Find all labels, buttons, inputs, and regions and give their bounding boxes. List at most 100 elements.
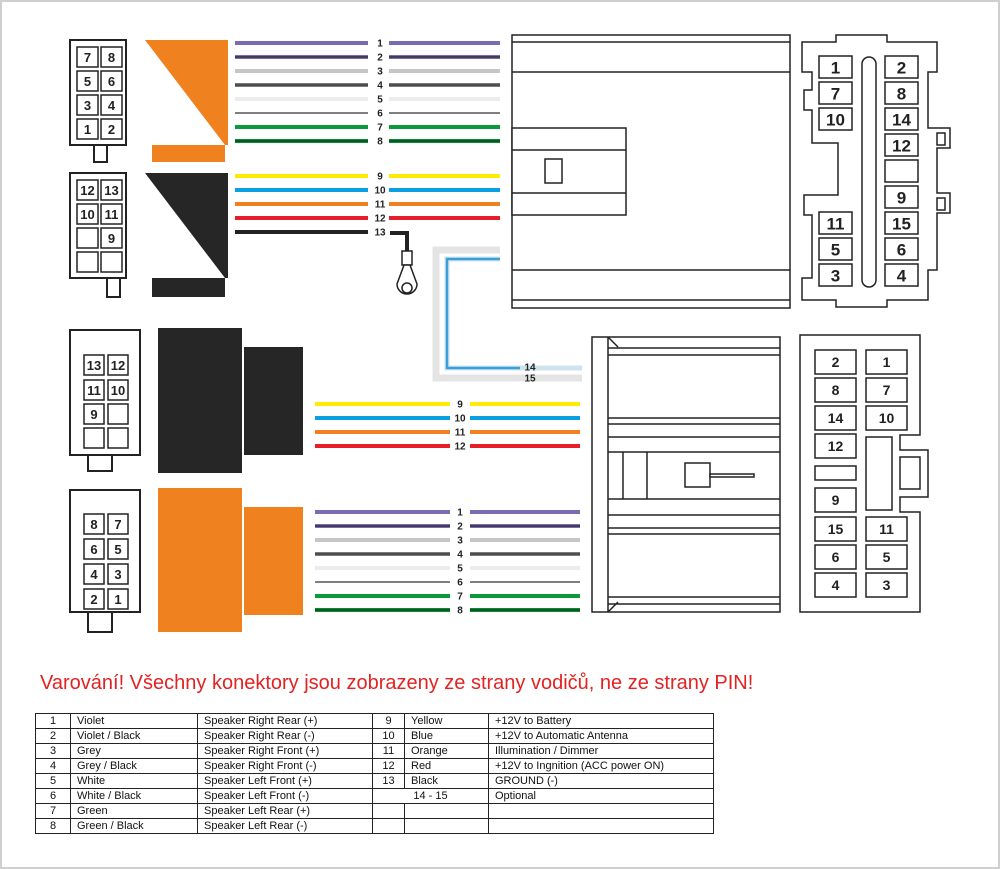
table-cell: 7 (35, 803, 71, 819)
pin-cell (100, 118, 123, 140)
pin-number: 8 (108, 50, 115, 65)
pin-cell (100, 46, 123, 68)
table-cell: 2 (35, 728, 71, 744)
table-cell: White / Black (70, 788, 198, 804)
table-cell: +12V to Automatic Antenna (488, 728, 714, 744)
pin-cell (107, 427, 129, 449)
pin-number: 11 (87, 383, 101, 398)
optional-cable-blue (445, 257, 520, 370)
wire-number: 9 (377, 172, 383, 183)
wire-number: 11 (375, 200, 386, 211)
pin-number: 5 (84, 74, 91, 89)
pin-cell (884, 107, 919, 131)
table-cell: Violet (70, 713, 198, 729)
car-connector-top-latch (511, 127, 627, 216)
pin-number: 9 (832, 492, 840, 508)
pin-cell (107, 588, 129, 610)
pin-cell (107, 563, 129, 585)
pin-number: 14 (892, 110, 911, 129)
wire-number: 8 (377, 137, 383, 148)
pin-cell (814, 572, 857, 598)
table-cell: Blue (404, 728, 489, 744)
table-cell: +12V to Battery (488, 713, 714, 729)
table-cell: +12V to Ingnition (ACC power ON) (488, 758, 714, 774)
pin-cell (83, 588, 105, 610)
pin-cell (107, 403, 129, 425)
pin-number: 10 (879, 410, 895, 426)
pin-cell (76, 179, 99, 201)
pin-cell (814, 377, 857, 403)
pin-number: 8 (90, 517, 97, 532)
wire-number: 13 (374, 228, 386, 239)
pin-number: 15 (892, 214, 911, 233)
pin-cell (100, 179, 123, 201)
warning-text: Varování! Všechny konektory jsou zobraze… (40, 672, 754, 694)
pin-number: 3 (831, 266, 840, 285)
pin-number: 11 (827, 214, 845, 233)
optional-cable-grey (432, 246, 582, 382)
pin-cell (83, 379, 105, 401)
latch-window (544, 158, 563, 184)
pin-cell (884, 263, 919, 287)
wire-number: 11 (455, 428, 466, 439)
pin-number: 1 (831, 58, 840, 77)
black-plug-bottom-latch (244, 347, 303, 455)
table-cell: Speaker Right Front (+) (197, 743, 373, 759)
pin-number: 3 (114, 567, 121, 582)
wire-number: 15 (524, 374, 536, 385)
pin-cell (884, 133, 919, 157)
pin-cell (76, 203, 99, 225)
pin-number: 3 (84, 98, 91, 113)
connector-tab (87, 611, 113, 633)
table-cell: 10 (372, 728, 405, 744)
pin-cell (76, 118, 99, 140)
pin-number: 11 (879, 521, 894, 537)
wire-number: 2 (457, 522, 463, 533)
table-cell: Yellow (404, 713, 489, 729)
table-cell: Black (404, 773, 489, 789)
pin-cell (818, 263, 853, 287)
wire-number: 8 (457, 606, 463, 617)
pin-number: 12 (111, 358, 125, 373)
pin-number: 13 (87, 358, 101, 373)
pin-number: 5 (831, 240, 840, 259)
pin-number: 6 (90, 542, 97, 557)
pin-number: 15 (828, 521, 844, 537)
orange-plug-bottom-latch (244, 507, 303, 615)
table-cell: Speaker Right Front (-) (197, 758, 373, 774)
table-cell: Orange (404, 743, 489, 759)
wire-number: 6 (377, 109, 383, 120)
table-cell: 14 - 15 (372, 788, 489, 804)
pin-number: 2 (108, 122, 115, 137)
table-cell: Red (404, 758, 489, 774)
pin-cell (884, 185, 919, 209)
table-cell (404, 803, 489, 819)
pin-cell (83, 563, 105, 585)
wire-number: 12 (374, 214, 386, 225)
pin-number: 2 (832, 354, 840, 370)
table-cell: 5 (35, 773, 71, 789)
pin-number: 7 (831, 84, 840, 103)
pin-cell (884, 81, 919, 105)
connector-8pin-bottom-outline (69, 489, 141, 613)
table-cell: Grey / Black (70, 758, 198, 774)
wire-number: 12 (454, 442, 466, 453)
connector-tab (106, 277, 121, 298)
table-cell: 3 (35, 743, 71, 759)
pin-number: 13 (104, 183, 118, 198)
pin-number: 3 (883, 577, 891, 593)
pin-cell (814, 516, 857, 542)
wire-number: 7 (377, 123, 383, 134)
table-cell: 8 (35, 818, 71, 834)
pin-number: 11 (105, 207, 119, 222)
table-cell: Speaker Right Rear (-) (197, 728, 373, 744)
table-cell: Green (70, 803, 198, 819)
table-cell: Green / Black (70, 818, 198, 834)
pin-cell (76, 227, 99, 249)
pin-cell (107, 379, 129, 401)
pin-cell (100, 70, 123, 92)
